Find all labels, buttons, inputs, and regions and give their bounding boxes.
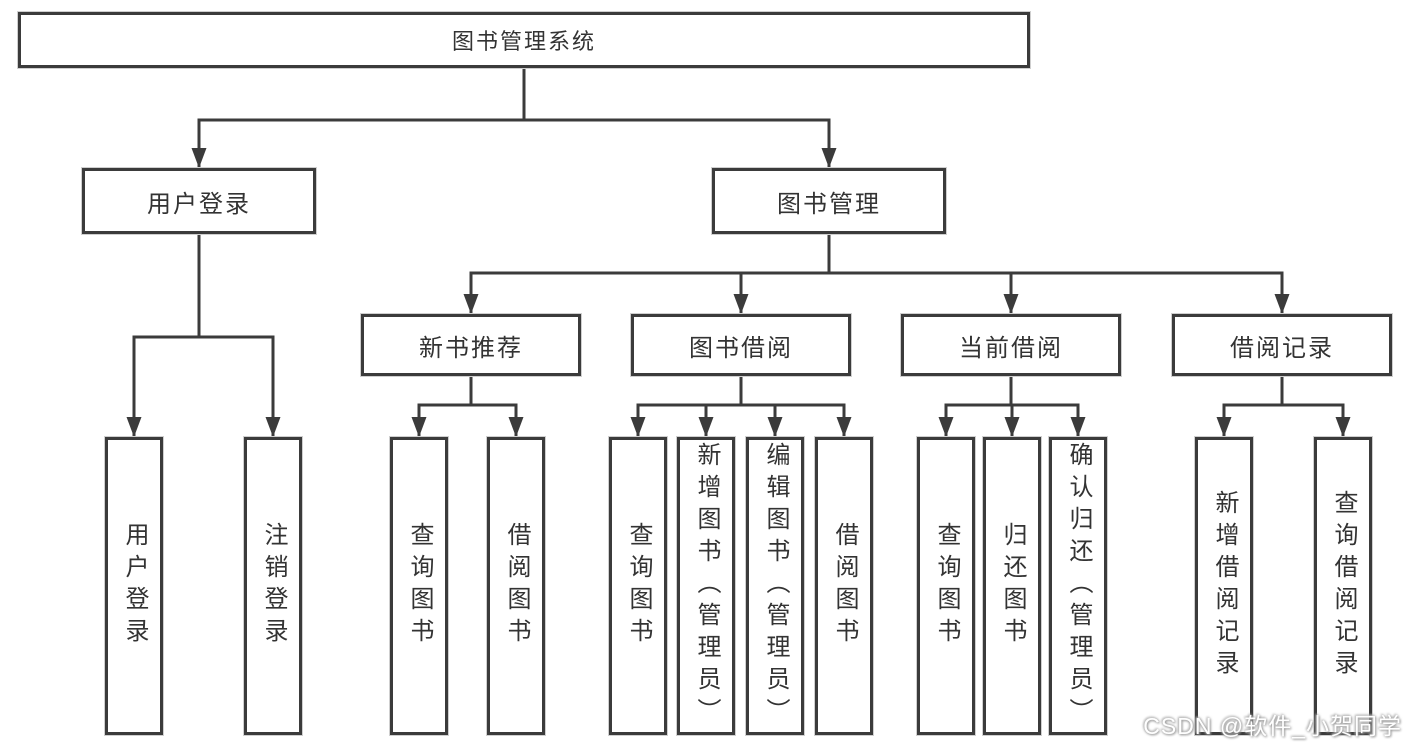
node-current-borrowing: 当前借阅 xyxy=(901,314,1121,376)
node-new-book-recommendation: 新书推荐 xyxy=(361,314,581,376)
leaf-return-books: 归还图书 xyxy=(983,437,1041,735)
leaf-query-books-borrowing: 查询图书 xyxy=(609,437,667,735)
leaf-user-login: 用户登录 xyxy=(105,437,163,735)
node-book-borrowing: 图书借阅 xyxy=(631,314,851,376)
leaf-confirm-return-admin: 确认归还（管理员） xyxy=(1049,437,1107,735)
leaf-query-borrow-record: 查询借阅记录 xyxy=(1314,437,1372,735)
tree-edges xyxy=(132,68,1345,437)
leaf-query-books-recommend: 查询图书 xyxy=(390,437,448,735)
node-book-management: 图书管理 xyxy=(712,168,946,234)
leaf-logout: 注销登录 xyxy=(244,437,302,735)
leaf-borrow-books-borrowing: 借阅图书 xyxy=(815,437,873,735)
node-root: 图书管理系统 xyxy=(18,12,1030,68)
node-borrowing-records: 借阅记录 xyxy=(1172,314,1392,376)
leaf-add-book-admin: 新增图书（管理员） xyxy=(677,437,735,735)
leaf-add-borrow-record: 新增借阅记录 xyxy=(1195,437,1253,735)
csdn-watermark: CSDN @软件_小贺同学 xyxy=(1143,713,1402,739)
leaf-borrow-books-recommend: 借阅图书 xyxy=(487,437,545,735)
node-user-login: 用户登录 xyxy=(82,168,316,234)
leaf-edit-book-admin: 编辑图书（管理员） xyxy=(746,437,804,735)
leaf-query-books-current: 查询图书 xyxy=(917,437,975,735)
